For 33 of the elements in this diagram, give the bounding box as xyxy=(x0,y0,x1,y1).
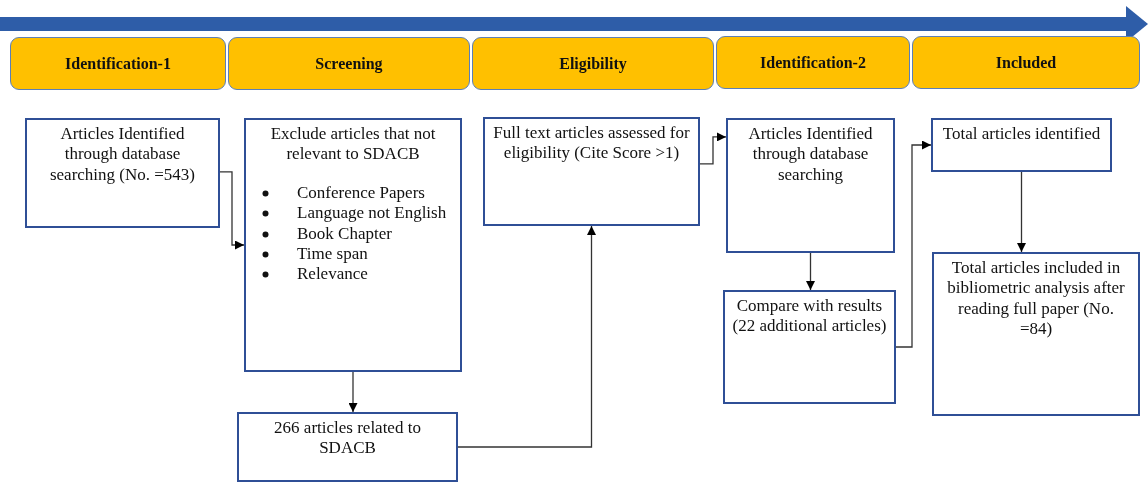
bullet-item: Language not English xyxy=(297,203,447,224)
phase-header: Screening xyxy=(228,37,470,90)
arrow xyxy=(895,140,932,348)
box-text: Articles Identified through database searching (No. =543) xyxy=(48,124,197,186)
bullet-item: Relevance xyxy=(297,264,368,285)
box-text: Exclude articles that not relevant to SDACB xyxy=(269,124,437,165)
box-text: 266 articles related to SDACB xyxy=(273,418,422,459)
process-box xyxy=(244,118,462,372)
box-text: Articles Identified through database searching xyxy=(747,124,874,186)
process-box xyxy=(25,118,220,228)
box-text: Full text articles assessed for eligibility (Cite Score >1) xyxy=(492,123,691,164)
process-box xyxy=(931,118,1112,172)
arrow xyxy=(348,371,358,413)
phase-header: Identification-1 xyxy=(10,37,226,90)
phase-header: Eligibility xyxy=(472,37,714,90)
arrow xyxy=(219,171,245,250)
box-text: Compare with results (22 additional articles) xyxy=(731,296,888,337)
process-box xyxy=(483,117,700,226)
box-text: Total articles included in bibliometric analysis after reading full paper (No. =84) xyxy=(946,258,1126,340)
bullet-item: Time span xyxy=(297,243,368,265)
phase-header: Identification-2 xyxy=(716,36,910,89)
arrow xyxy=(699,132,727,165)
arrow xyxy=(1017,171,1026,253)
bullet-item: Conference Papers xyxy=(297,182,425,204)
phase-header: Included xyxy=(912,36,1140,89)
arrow xyxy=(457,225,596,448)
process-box xyxy=(932,252,1140,416)
arrow xyxy=(806,252,815,291)
process-box xyxy=(723,290,896,404)
box-text: Total articles identified xyxy=(941,124,1102,145)
bullet-item: Book Chapter xyxy=(297,223,392,244)
process-box xyxy=(726,118,895,253)
process-box xyxy=(237,412,458,482)
